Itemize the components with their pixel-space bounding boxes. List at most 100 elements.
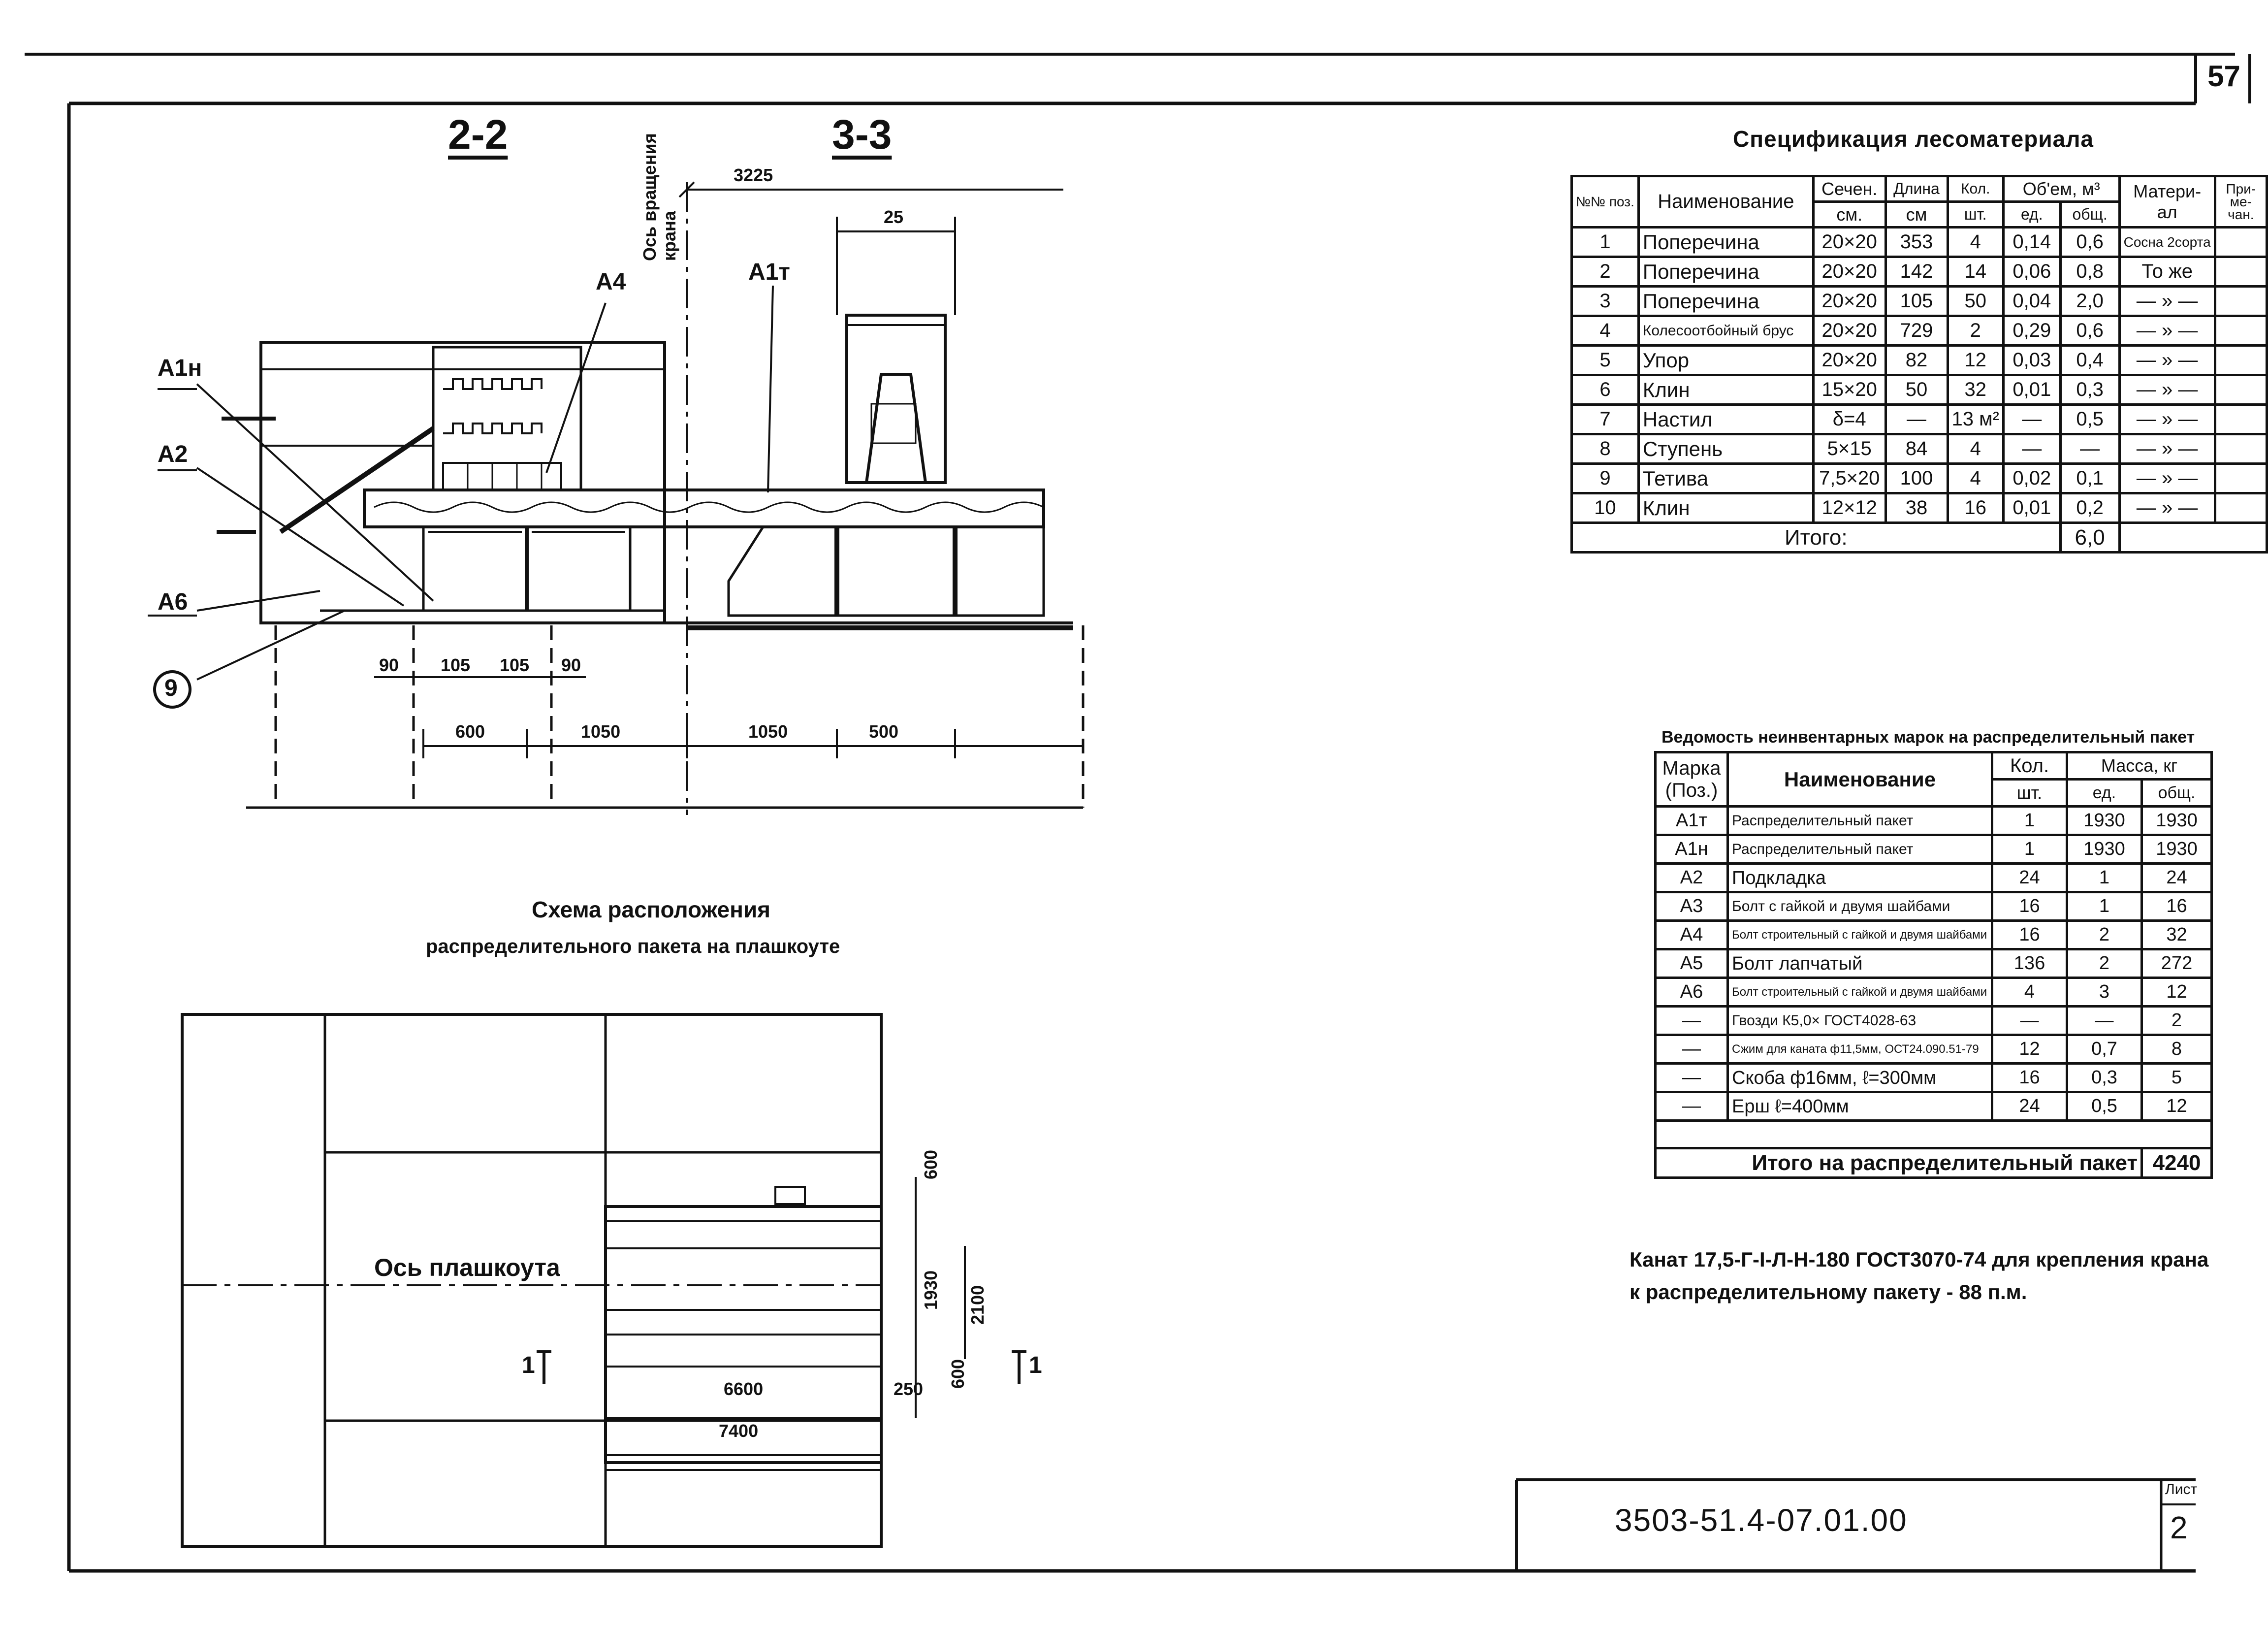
marks-cell-name: Распределительный пакет <box>1726 834 1993 865</box>
spec-header-vol-unit: ед. <box>2002 200 2062 228</box>
spec-cell-material: — » — <box>2118 374 2216 406</box>
marks-header-qty-unit: шт. <box>1991 778 2068 808</box>
marks-cell-total: 1930 <box>2140 805 2213 836</box>
spec-cell-num: 9 <box>1570 462 1640 494</box>
spec-cell-length: 142 <box>1884 256 1949 288</box>
marks-cell-mark: — <box>1654 1034 1729 1065</box>
label-a1n: А1н <box>158 355 202 381</box>
spec-cell-section: 5×15 <box>1812 433 1887 465</box>
spec-cell-material: Сосна 2сорта <box>2118 226 2216 258</box>
spec-header-section-unit: см. <box>1812 200 1887 228</box>
spec-cell-qty: 4 <box>1946 226 2005 258</box>
dim-1050-b: 1050 <box>748 721 788 742</box>
spec-cell-vol-unit: 0,14 <box>2002 226 2062 258</box>
spec-cell-num: 1 <box>1570 226 1640 258</box>
spec-cell-vol-total: 0,4 <box>2059 344 2121 376</box>
marks-cell-name: Скоба ф16мм, ℓ=300мм <box>1726 1062 1993 1093</box>
spec-header-qty: Кол. <box>1946 175 2005 203</box>
spec-cell-length: 84 <box>1884 433 1949 465</box>
dim-1050-a: 1050 <box>581 721 621 742</box>
spec-cell-length: 100 <box>1884 462 1949 494</box>
spec-cell-vol-unit: 0,02 <box>2002 462 2062 494</box>
spec-cell-name: Колесоотбойный брус <box>1637 315 1815 347</box>
spec-cell-vol-total: 0,6 <box>2059 315 2121 347</box>
spec-cell-length: 50 <box>1884 374 1949 406</box>
spec-cell-vol-unit: 0,03 <box>2002 344 2062 376</box>
spec-cell-note <box>2213 226 2268 258</box>
spec-cell-note <box>2213 344 2268 376</box>
marks-cell-qty: 4 <box>1991 977 2068 1008</box>
scheme-dim-600b: 600 <box>948 1359 968 1389</box>
marks-header-name: Наименование <box>1726 751 1993 808</box>
spec-cell-material: — » — <box>2118 492 2216 524</box>
spec-cell-material: — » — <box>2118 315 2216 347</box>
spec-cell-vol-total: 0,8 <box>2059 256 2121 288</box>
spec-cell-name: Поперечина <box>1637 285 1815 317</box>
spec-cell-section: 20×20 <box>1812 226 1887 258</box>
spec-cell-name: Поперечина <box>1637 226 1815 258</box>
marks-header-mass-unit: ед. <box>2066 778 2143 808</box>
marks-cell-total: 2 <box>2140 1005 2213 1036</box>
marks-cell-unit: 2 <box>2066 919 2143 950</box>
marks-cell-mark: — <box>1654 1091 1729 1122</box>
spec-header-qty-unit: шт. <box>1946 200 2005 228</box>
marks-cell-name: Сжим для каната ф11,5мм, ОСТ24.090.51-79 <box>1726 1034 1993 1065</box>
spec-cell-length: 353 <box>1884 226 1949 258</box>
marks-cell-unit: 0,3 <box>2066 1062 2143 1093</box>
spec-cell-length: 82 <box>1884 344 1949 376</box>
spec-cell-note <box>2213 492 2268 524</box>
spec-cell-vol-total: 0,2 <box>2059 492 2121 524</box>
dim-90-a: 90 <box>379 655 399 675</box>
marks-cell-unit: 1 <box>2066 862 2143 893</box>
spec-cell-note <box>2213 374 2268 406</box>
marks-cell-qty: 12 <box>1991 1034 2068 1065</box>
label-pos-9: 9 <box>164 675 178 701</box>
spec-header-section: Сечен. <box>1812 175 1887 203</box>
rope-note: Канат 17,5-Г-I-Л-Н-180 ГОСТ3070-74 для к… <box>1629 1248 2209 1303</box>
spec-header-material: Матери-ал <box>2118 175 2216 228</box>
dim-3225: 3225 <box>734 165 773 185</box>
marks-cell-total: 24 <box>2140 862 2213 893</box>
spec-cell-material: — » — <box>2118 462 2216 494</box>
marks-cell-name: Ерш ℓ=400мм <box>1726 1091 1993 1122</box>
spec-cell-section: δ=4 <box>1812 403 1887 435</box>
marks-header-mass-total: общ. <box>2140 778 2213 808</box>
spec-total-label: Итого: <box>1570 521 2062 554</box>
scheme-dim-7400: 7400 <box>719 1421 759 1441</box>
spec-cell-qty: 12 <box>1946 344 2005 376</box>
spec-cell-vol-unit: — <box>2002 433 2062 465</box>
marks-cell-mark: — <box>1654 1062 1729 1093</box>
marks-total-value: 4240 <box>2140 1147 2213 1179</box>
spec-cell-num: 5 <box>1570 344 1640 376</box>
spec-cell-name: Клин <box>1637 374 1815 406</box>
marks-cell-qty: — <box>1991 1005 2068 1036</box>
spec-cell-length: — <box>1884 403 1949 435</box>
scheme-title-line2: распределительного пакета на плашкоуте <box>426 936 840 957</box>
spec-cell-vol-unit: 0,29 <box>2002 315 2062 347</box>
marks-cell-total: 5 <box>2140 1062 2213 1093</box>
cut-mark-right: 1 <box>1029 1352 1042 1378</box>
marks-cell-qty: 136 <box>1991 948 2068 979</box>
spec-cell-vol-total: 0,6 <box>2059 226 2121 258</box>
marks-cell-unit: 1930 <box>2066 805 2143 836</box>
marks-cell-qty: 24 <box>1991 862 2068 893</box>
spec-header-num: №№ поз. <box>1570 175 1640 228</box>
sheet-number: 57 <box>2207 60 2240 93</box>
scheme-dim-6600: 6600 <box>724 1379 764 1399</box>
label-a2: А2 <box>158 441 188 467</box>
spec-total-blank <box>2118 521 2268 554</box>
marks-cell-mark: А6 <box>1654 977 1729 1008</box>
marks-cell-unit: 1 <box>2066 891 2143 922</box>
spec-cell-name: Настил <box>1637 403 1815 435</box>
marks-cell-total: 8 <box>2140 1034 2213 1065</box>
spec-cell-name: Упор <box>1637 344 1815 376</box>
spec-header-length-unit: см <box>1884 200 1949 228</box>
